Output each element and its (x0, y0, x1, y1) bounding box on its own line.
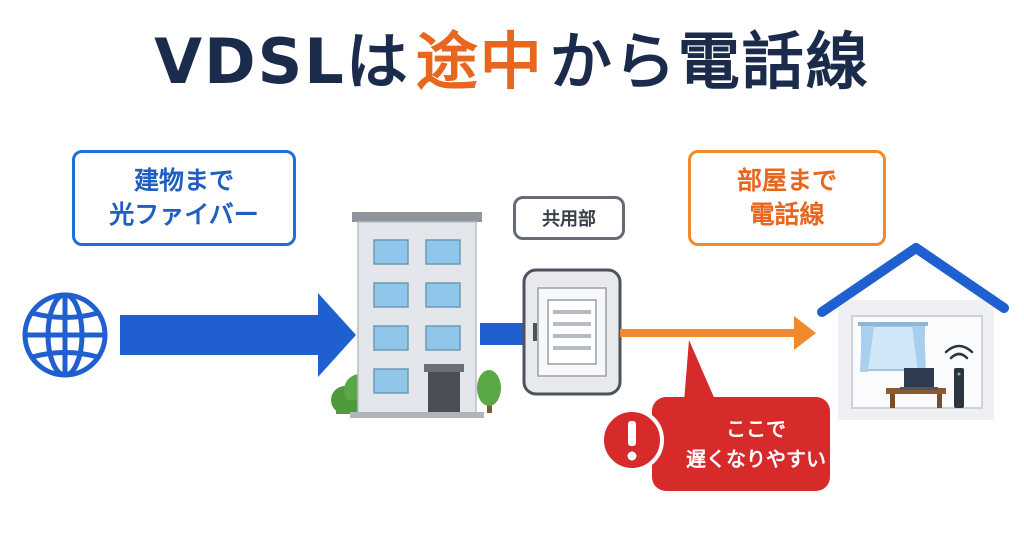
warning-line1: ここで (726, 417, 786, 441)
room-label-line2: 電話線 (749, 200, 825, 229)
shared-area-label: 共用部 (542, 209, 596, 230)
apartment-building-icon (350, 212, 484, 418)
fiber-arrow (120, 293, 356, 377)
shared-area-label-box: 共用部 (513, 196, 625, 240)
fiber-label-line1: 建物まで (133, 166, 234, 195)
fiber-label-line2: 光ファイバー (109, 200, 259, 229)
fiber-link (480, 323, 526, 345)
phone-line-arrow (620, 316, 816, 350)
wifi-router-icon (944, 344, 974, 408)
title-accent: 途中 (415, 25, 544, 98)
title-prefix: VDSLは (154, 25, 410, 98)
room-label-line1: 部屋まで (736, 166, 837, 195)
tree-icon (477, 370, 501, 413)
room-label-box: 部屋まで 電話線 (688, 150, 886, 246)
warning-bubble-tail (684, 340, 716, 402)
house-icon (817, 243, 1009, 420)
laptop-icon (900, 368, 938, 390)
warning-line2: 遅くなりやすい (686, 447, 826, 471)
fiber-label-box: 建物まで 光ファイバー (72, 150, 296, 246)
distribution-panel-icon (522, 268, 622, 396)
diagram-title: VDSLは途中から電話線 (0, 22, 1024, 102)
globe-icon (22, 292, 108, 378)
warning-bubble: ここで 遅くなりやすい (652, 397, 830, 491)
title-suffix: から電話線 (549, 25, 870, 98)
